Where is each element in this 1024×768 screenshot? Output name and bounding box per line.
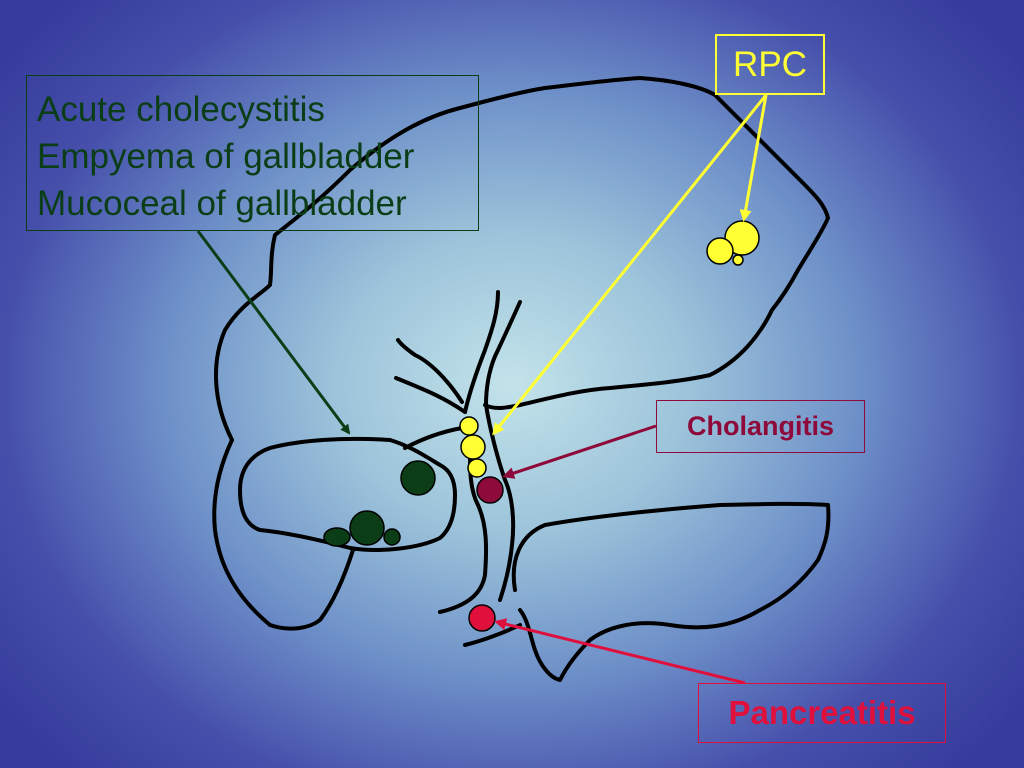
label-acute-cholecystitis: Acute cholecystitis [37, 90, 325, 129]
cystic-duct [403, 426, 464, 450]
duodenum-pancreas-outline [511, 501, 831, 682]
rpc-label: RPC [715, 34, 825, 95]
pancreatitis-arrow [494, 618, 746, 685]
duct-stone-bottom [467, 458, 487, 478]
rpc-liver-stone-small [732, 254, 744, 266]
duct-stone-middle [460, 434, 486, 460]
liver-lower-margin [212, 438, 355, 631]
hepatic-duct-branch-2 [463, 290, 500, 414]
bile-duct-left-wall [438, 453, 489, 614]
duct-stone-top [459, 416, 479, 436]
hepatic-duct-branch-1 [484, 300, 522, 407]
rpc-arrow-duct [492, 94, 768, 436]
hepatic-duct-branch-3 [396, 338, 464, 404]
cholangitis-arrow [502, 424, 657, 479]
pancreatitis-stone [468, 604, 496, 632]
pancreatitis-label: Pancreatitis [698, 683, 946, 743]
gallbladder-stone-left [323, 527, 351, 547]
hepatic-duct-branch-4 [394, 376, 467, 414]
liver-outline [213, 76, 830, 442]
rpc-liver-stone-medium [706, 237, 734, 265]
gallbladder-conditions-label: Acute cholecystitis Empyema of gallbladd… [26, 75, 479, 231]
gallbladder-arrow [196, 230, 351, 435]
cholangitis-stone [476, 476, 504, 504]
cholangitis-label: Cholangitis [656, 400, 865, 453]
label-empyema-gallbladder: Empyema of gallbladder [37, 137, 415, 176]
gallbladder-stone-large [349, 510, 385, 546]
gallbladder-stone-neck [400, 460, 436, 496]
gallbladder-stone-right [383, 528, 401, 546]
label-mucoceal-gallbladder: Mucoceal of gallbladder [37, 184, 407, 223]
bile-duct-right-wall [484, 403, 516, 602]
rpc-arrow-liver [739, 94, 768, 222]
